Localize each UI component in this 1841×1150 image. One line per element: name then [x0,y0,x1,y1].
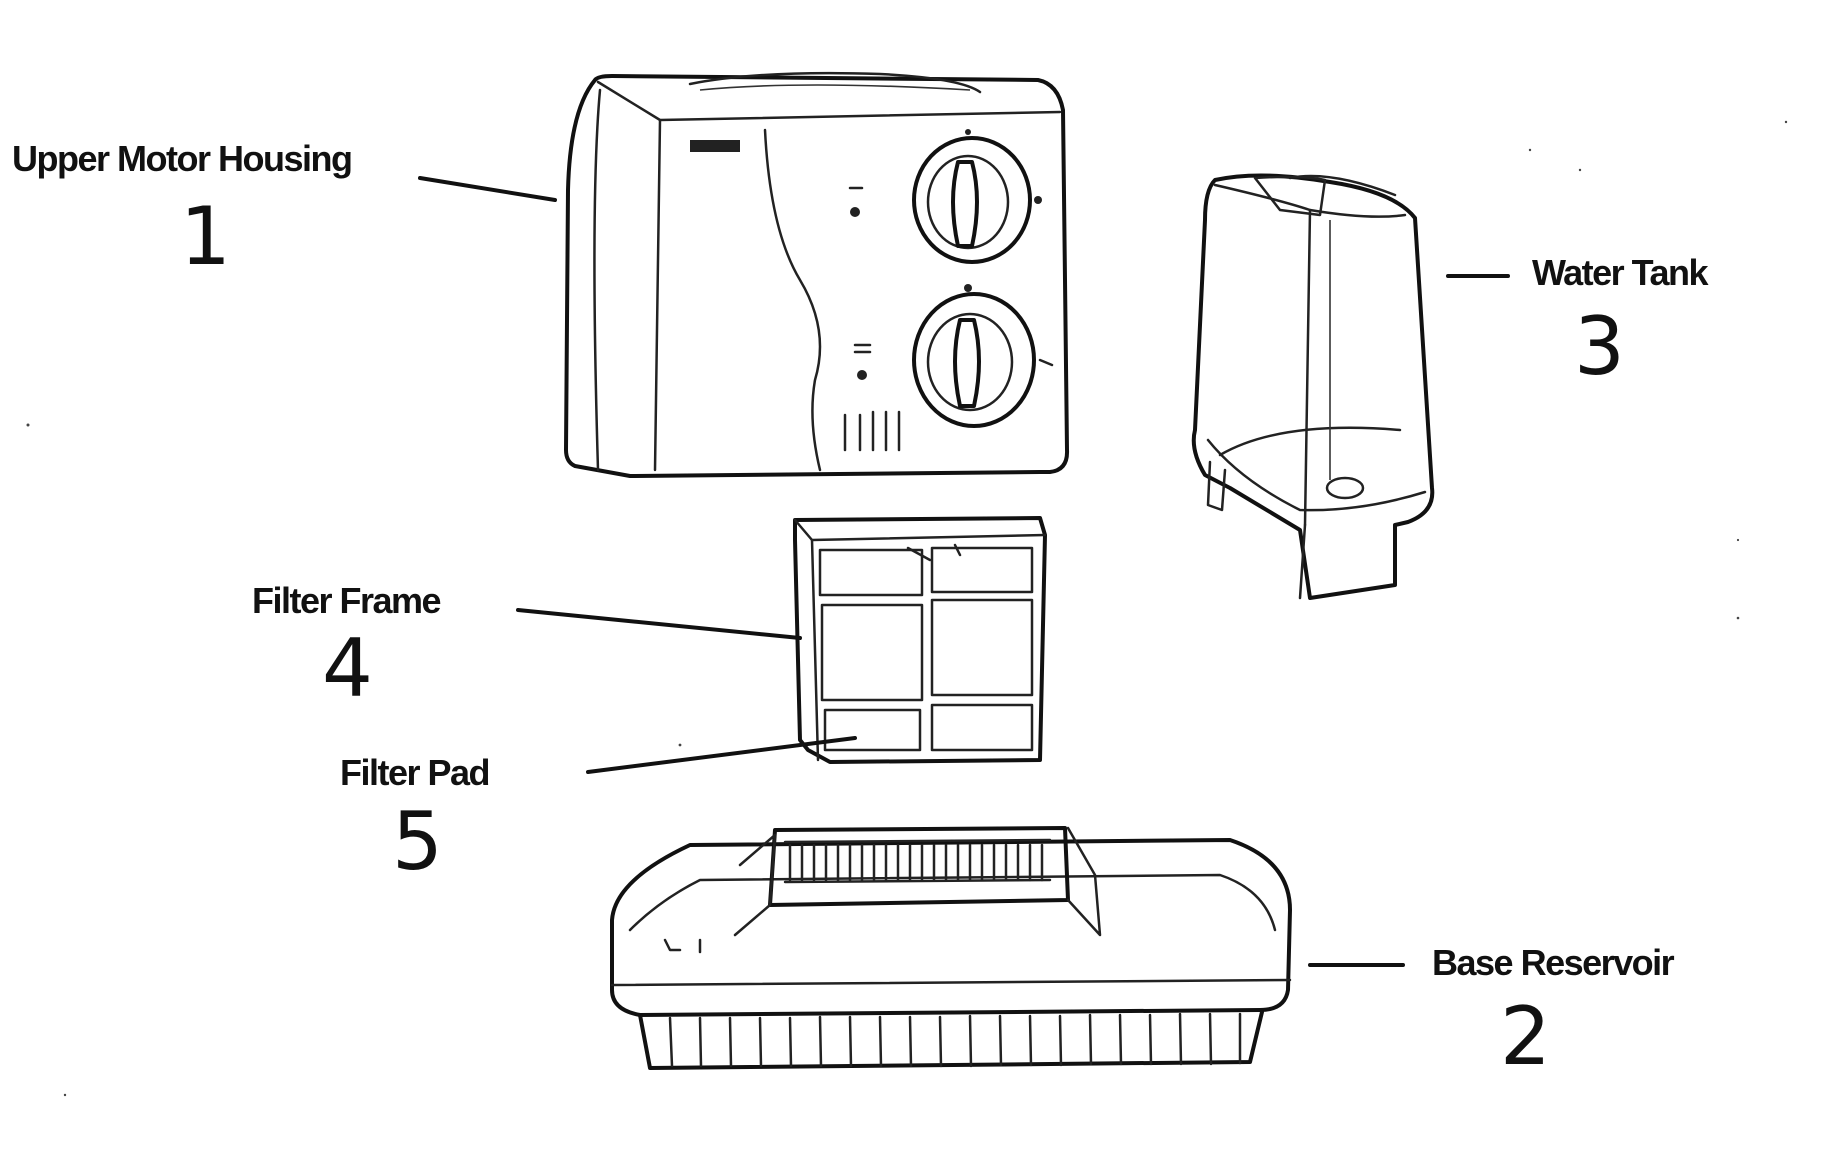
leader-lines [418,176,1510,967]
part-name-filter-frame: Filter Frame [252,580,442,621]
leader-filter-frame [516,608,802,640]
water-tank-drawing [1191,173,1435,600]
part-number-upper-motor-housing: 1 [180,190,231,283]
part-name-filter-pad: Filter Pad [340,752,491,793]
part-number-filter-pad: 5 [392,795,443,888]
part-name-water-tank: Water Tank [1532,252,1709,293]
upper-motor-housing-drawing [564,71,1070,478]
leader-filter-pad [586,736,857,774]
scan-specks [26,120,1788,1097]
part-name-upper-motor-housing: Upper Motor Housing [12,138,353,179]
part-number-base-reservoir: 2 [1500,990,1551,1083]
base-reservoir-drawing [610,826,1292,1070]
part-number-filter-frame: 4 [322,622,373,715]
part-name-base-reservoir: Base Reservoir [1432,942,1675,983]
leader-upper-motor-housing [418,176,557,202]
filter-frame-drawing [793,516,1047,764]
part-number-water-tank: 3 [1574,300,1625,393]
